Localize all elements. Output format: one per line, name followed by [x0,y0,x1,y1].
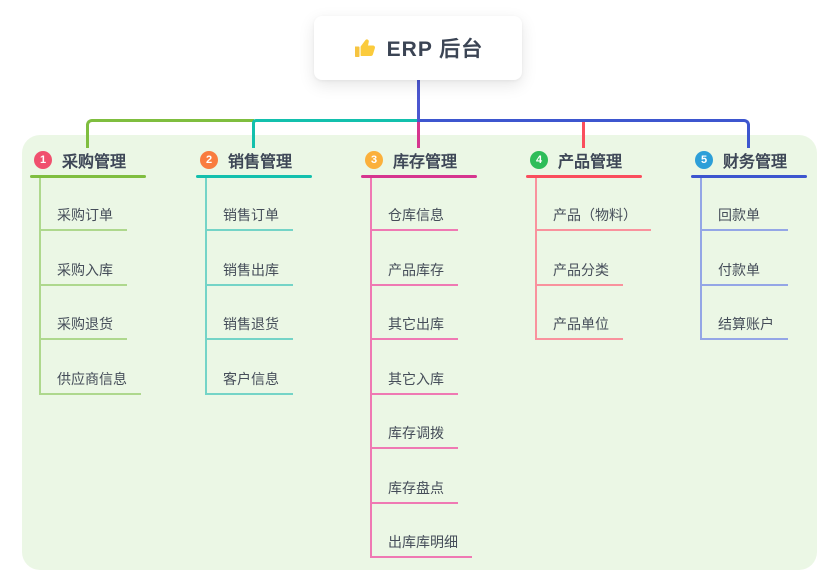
child-node[interactable]: 采购订单 [39,207,127,231]
branch-underline [691,175,807,178]
connector-root-line [417,80,420,122]
child-node[interactable]: 客户信息 [205,371,293,395]
child-node[interactable]: 采购入库 [39,262,127,286]
branch-node-label: 产品管理 [558,154,623,171]
root-node-label: ERP 后台 [386,38,484,61]
branch-child-line [39,178,41,395]
connector-drop-branch-4 [582,122,585,148]
child-node[interactable]: 结算账户 [700,316,788,340]
child-node[interactable]: 采购退货 [39,316,127,340]
child-node[interactable]: 销售订单 [205,207,293,231]
branch-underline [526,175,642,178]
branch-node[interactable]: 3 库存管理 [365,149,457,171]
branch-underline [196,175,312,178]
child-node[interactable]: 其它入库 [370,371,458,395]
branch-child-line [535,178,537,340]
child-node[interactable]: 仓库信息 [370,207,458,231]
branch-node-label: 财务管理 [723,154,788,171]
child-node[interactable]: 产品（物料） [535,207,651,231]
child-node[interactable]: 其它出库 [370,316,458,340]
branch-number-badge: 3 [365,151,383,169]
child-node[interactable]: 出库库明细 [370,534,472,558]
branch-child-line [370,178,372,558]
child-node[interactable]: 库存调拨 [370,425,458,449]
branch-node[interactable]: 1 采购管理 [34,149,126,171]
branch-number-badge: 2 [200,151,218,169]
map-background [22,135,817,570]
branch-underline [361,175,477,178]
branch-node-label: 库存管理 [393,154,458,171]
branch-number-badge: 4 [530,151,548,169]
root-node[interactable]: ERP 后台 [314,16,522,80]
child-node[interactable]: 库存盘点 [370,480,458,504]
branch-node[interactable]: 2 销售管理 [200,149,292,171]
child-node[interactable]: 销售退货 [205,316,293,340]
child-node[interactable]: 供应商信息 [39,371,141,395]
branch-number-badge: 1 [34,151,52,169]
child-node[interactable]: 销售出库 [205,262,293,286]
branch-underline [30,175,146,178]
child-node[interactable]: 产品分类 [535,262,623,286]
branch-child-line [700,178,702,340]
branch-child-line [205,178,207,395]
branch-node-label: 销售管理 [228,154,293,171]
thumbs-up-icon [354,39,375,57]
child-node[interactable]: 产品单位 [535,316,623,340]
connector-drop-branch-3 [417,122,420,148]
child-node[interactable]: 产品库存 [370,262,458,286]
branch-node[interactable]: 4 产品管理 [530,149,622,171]
connector-elbow-branch-1 [86,119,254,148]
connector-elbow-branch-5 [417,119,750,148]
branch-number-badge: 5 [695,151,713,169]
branch-node[interactable]: 5 财务管理 [695,149,787,171]
child-node[interactable]: 付款单 [700,262,788,286]
branch-node-label: 采购管理 [62,154,127,171]
connector-elbow-branch-2 [252,119,420,148]
child-node[interactable]: 回款单 [700,207,788,231]
